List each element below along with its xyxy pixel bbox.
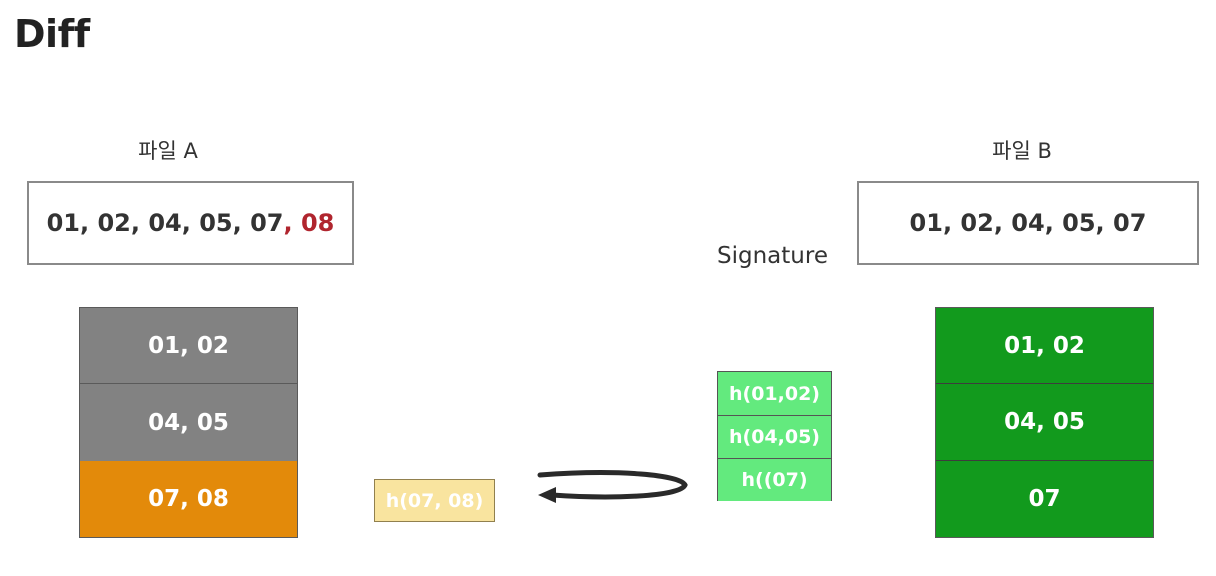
file-a-block-1: 01, 02 (80, 308, 297, 384)
file-b-block-stack: 01, 02 04, 05 07 (935, 307, 1154, 538)
file-b-block-2: 04, 05 (936, 384, 1153, 461)
signature-label: Signature (717, 243, 828, 269)
file-b-block-1: 01, 02 (936, 308, 1153, 384)
moving-hash-block: h(07, 08) (374, 479, 495, 522)
page-title: Diff (14, 12, 90, 56)
file-a-content-box: 01, 02, 04, 05, 07, 08 (27, 181, 354, 265)
file-a-block-stack: 01, 02 04, 05 07, 08 (79, 307, 298, 538)
file-b-block-3: 07 (936, 461, 1153, 537)
file-a-label: 파일 A (138, 139, 198, 163)
signature-stack: h(01,02) h(04,05) h((07) (717, 371, 832, 501)
file-b-content: 01, 02, 04, 05, 07 (909, 209, 1147, 237)
file-b-label: 파일 B (992, 139, 1052, 163)
signature-hash-3: h((07) (718, 458, 831, 501)
file-a-block-2: 04, 05 (80, 384, 297, 461)
file-a-content-prefix: 01, 02, 04, 05, 07 (46, 209, 284, 237)
file-a-content-highlight: , 08 (283, 209, 335, 237)
file-b-content-box: 01, 02, 04, 05, 07 (857, 181, 1199, 265)
signature-hash-2: h(04,05) (718, 415, 831, 458)
circular-arrow-icon (537, 470, 688, 503)
file-a-block-3: 07, 08 (80, 461, 297, 537)
signature-hash-1: h(01,02) (718, 372, 831, 415)
